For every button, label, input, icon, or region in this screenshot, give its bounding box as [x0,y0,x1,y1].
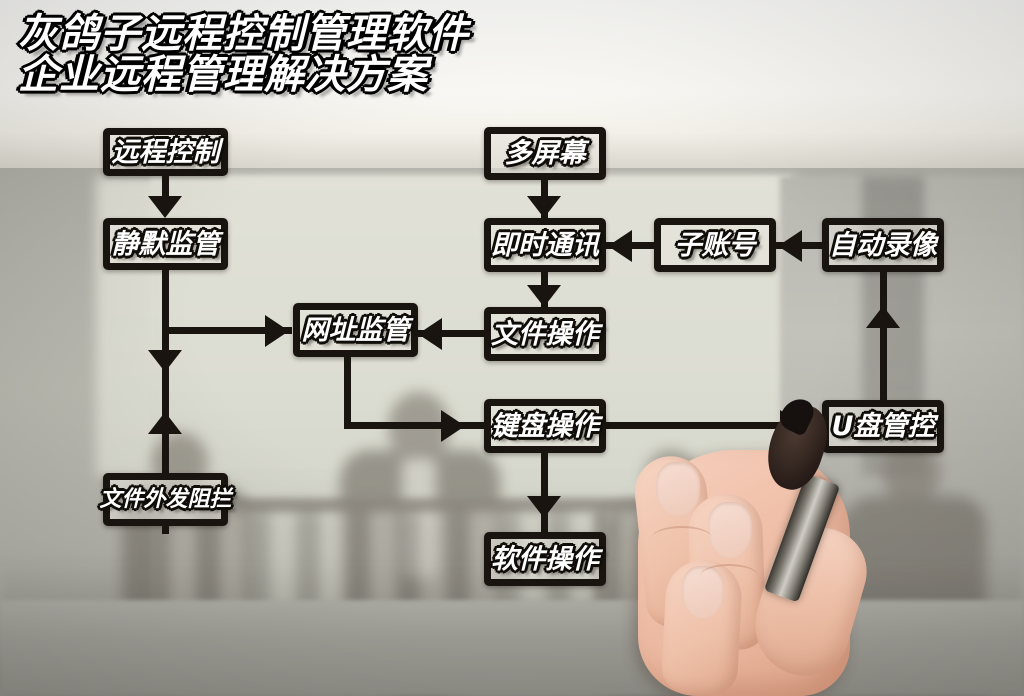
node-label: 键盘操作 [491,410,599,442]
knuckle-crease [652,526,712,550]
edge-silent-monitor-to-url-monitor [162,327,292,334]
arrowhead-right [265,315,289,347]
node-label: 子账号 [674,229,756,261]
edge-file-outbound-stub [162,520,169,534]
node-silent-monitor[interactable]: 静默监管 [103,218,228,270]
node-usb-control[interactable]: U盘管控 [822,400,944,453]
edge-remote-control-to-silent-monitor [162,176,169,208]
node-label: 网址监管 [301,314,410,346]
node-file-outbound-blocking[interactable]: 文件外发阻拦 [100,473,232,526]
node-label: 文件操作 [491,318,599,350]
arrowhead-left [608,230,632,262]
title-line-2: 企业远程管理解决方案 [18,51,428,98]
hand-holding-marker-icon [612,393,912,696]
arrowhead-left [778,230,802,262]
arrowhead-down [527,496,561,518]
node-label: 软件操作 [491,543,599,575]
node-label: 文件外发阻拦 [99,486,232,512]
edge-usb-control-to-auto-record [880,272,887,402]
middle-fingernail [708,502,752,558]
node-url-monitor[interactable]: 网址监管 [293,303,418,357]
edge-file-operation-to-url-monitor [418,330,484,337]
node-sub-account[interactable]: 子账号 [654,218,776,272]
node-label: 静默监管 [111,228,220,260]
node-label: 自动录像 [829,229,937,261]
arrowhead-down [148,350,182,372]
edge-keyboard-operation-to-software-operation [541,453,548,535]
arrowhead-left [418,318,442,350]
page-title: 灰鸽子远程控制管理软件 企业远程管理解决方案 [18,14,469,96]
arrowhead-down [527,285,561,307]
node-label: 多屏幕 [504,138,586,169]
index-fingernail [656,462,700,516]
arrowhead-down [148,196,182,218]
node-multi-screen[interactable]: 多屏幕 [484,127,606,180]
knuckle-crease [700,564,758,588]
node-auto-record[interactable]: 自动录像 [822,218,944,272]
arrowhead-right [441,410,465,442]
edge-url-monitor-to-keyboard-operation [344,422,484,429]
node-label: U盘管控 [831,411,935,442]
node-remote-control[interactable]: 远程控制 [103,128,228,176]
edge-url-monitor-drop [344,357,351,429]
node-file-operation[interactable]: 文件操作 [484,307,606,361]
node-software-operation[interactable]: 软件操作 [484,532,606,586]
node-instant-message[interactable]: 即时通讯 [484,218,606,272]
edge-silent-monitor-trunk [162,270,169,475]
node-label: 远程控制 [111,136,220,168]
arrowhead-up [866,306,900,328]
edge-keyboard-operation-to-usb-control [606,422,822,429]
node-label: 即时通讯 [491,229,599,261]
node-keyboard-operation[interactable]: 键盘操作 [484,399,606,453]
arrowhead-down [527,196,561,218]
arrowhead-up [148,412,182,434]
title-line-1: 灰鸽子远程控制管理软件 [18,11,469,57]
